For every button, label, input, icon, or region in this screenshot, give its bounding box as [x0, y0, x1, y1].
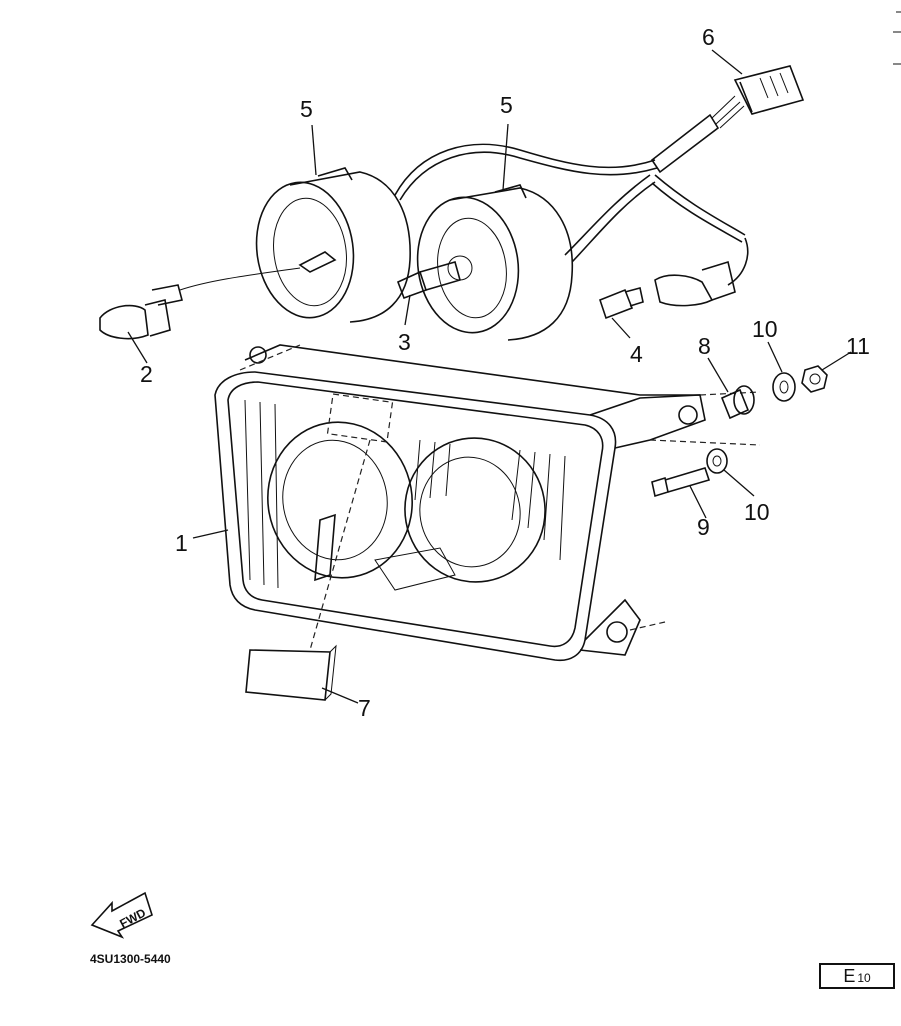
wiring-harness [394, 65, 805, 286]
callout-8: 8 [698, 333, 711, 359]
callout-4: 4 [630, 341, 643, 367]
collar-8 [720, 385, 755, 420]
headlight-bulb-2 [99, 267, 301, 340]
page-reference-box: E 10 [819, 963, 895, 989]
damper-pad-7 [245, 644, 337, 701]
bulb-socket-left [255, 167, 411, 323]
washer-10-upper [772, 372, 796, 402]
bulb-socket-right [416, 184, 574, 341]
callout-3: 3 [398, 329, 411, 355]
headlight-housing [214, 344, 761, 662]
callout-7: 7 [358, 695, 371, 721]
callout-10-upper: 10 [752, 316, 778, 342]
callout-5-left: 5 [300, 96, 313, 122]
callout-6: 6 [702, 24, 715, 50]
position-bulb-4 [599, 260, 736, 320]
callout-5-right: 5 [500, 92, 513, 118]
washer-10-lower [706, 448, 728, 474]
callout-11: 11 [846, 333, 870, 359]
leader-lines [127, 49, 852, 704]
page-number: 10 [857, 971, 871, 985]
part-code: 4SU1300-5440 [90, 952, 171, 966]
headlight-bulb-3 [396, 261, 461, 300]
fwd-arrow-icon: FWD [90, 891, 153, 939]
fwd-arrow-label: FWD [117, 905, 148, 930]
page-letter: E [843, 965, 856, 986]
callout-2: 2 [140, 361, 153, 387]
bolt-9 [651, 467, 711, 498]
nut-11 [801, 365, 828, 393]
callout-numbers: 1 2 3 4 5 5 6 7 8 9 10 10 11 [140, 24, 870, 721]
callout-9: 9 [697, 514, 710, 540]
callout-1: 1 [175, 530, 188, 556]
callout-10-lower: 10 [744, 499, 770, 525]
